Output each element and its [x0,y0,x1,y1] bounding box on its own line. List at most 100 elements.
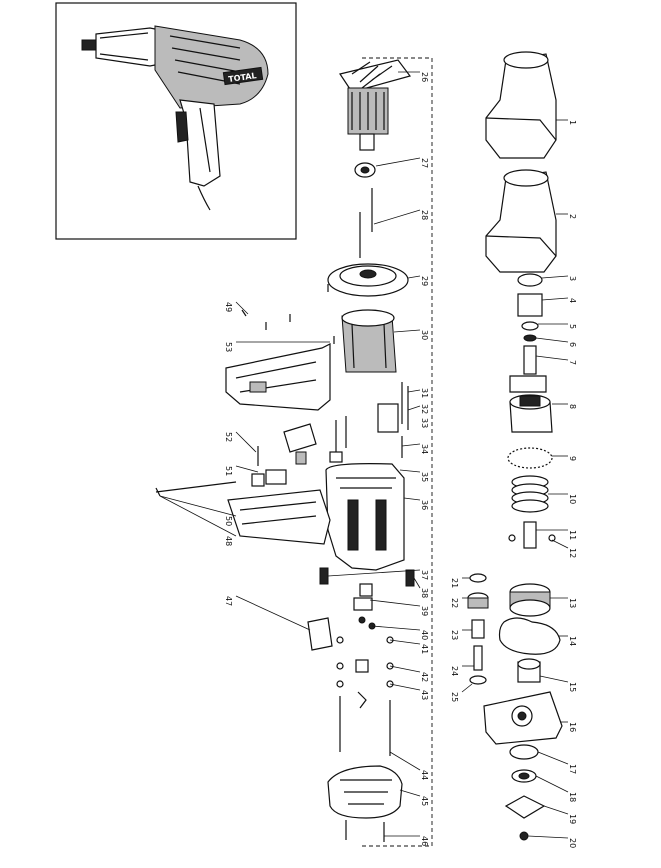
part-anvil-7 [509,345,547,393]
part-number-label: 27 [420,158,429,168]
part-switch [251,423,317,487]
brand-logo: TOTAL [222,66,264,86]
part-number-label: 10 [568,494,577,504]
part-gear-13 [509,583,551,617]
part-screws-44 [339,696,391,756]
part-number-label: 23 [450,630,459,640]
part-number-label: 43 [420,690,429,700]
part-number-label: 38 [420,588,429,598]
assembly-group-bracket [362,57,433,847]
part-number-label: 49 [224,302,233,312]
part-number-label: 31 [420,388,429,398]
part-number-label: 39 [420,606,429,616]
part-number-label: 25 [450,692,459,702]
part-number-label: 24 [450,666,459,676]
part-20 [519,831,529,841]
part-number-label: 18 [568,792,577,802]
part-switch-assembly [353,583,376,630]
part-washer-6 [523,334,537,342]
part-number-label: 48 [224,536,233,546]
part-washers [336,636,394,709]
part-ring-17 [509,744,539,760]
part-washer-25 [469,675,487,685]
part-number-label: 40 [420,630,429,640]
part-bearing-15 [517,658,541,683]
part-fan [339,59,412,93]
part-number-label: 1 [568,120,577,125]
part-number-label: 21 [450,578,459,588]
part-number-label: 14 [568,636,577,646]
part-number-label: 11 [568,530,577,540]
part-number-label: 20 [568,838,577,848]
part-number-label: 41 [420,644,429,654]
part-gear-housing-2 [485,169,557,273]
impact-wrench-illustration: TOTAL [81,25,269,211]
part-motor-housing-36 [325,463,405,571]
part-hammer-8 [509,394,553,433]
part-number-label: 2 [568,214,577,219]
part-number-labels: 1234567891011121314151617181920212223242… [224,72,577,848]
part-power-cord [155,481,237,497]
part-number-label: 36 [420,500,429,510]
part-number-label: 3 [568,276,577,281]
part-bush-23 [471,619,485,639]
part-gasket-14 [498,617,561,655]
part-screws-31 [401,382,409,458]
part-label-plate [377,403,399,433]
part-number-label: 50 [224,516,233,526]
part-front-housing-16 [483,691,563,745]
part-number-label: 13 [568,598,577,608]
part-number-label: 26 [420,72,429,82]
right-parts-column [483,51,563,841]
part-number-label: 52 [224,432,233,442]
product-inset: TOTAL [55,2,297,240]
part-number-label: 15 [568,682,577,692]
part-washer-5 [521,321,539,331]
part-number-label: 9 [568,456,577,461]
part-baffle-29 [327,263,409,297]
planetary-parts-column [467,573,489,685]
part-washer-21 [469,573,487,583]
part-rear-cover-45 [327,765,403,819]
brand-logo-text: TOTAL [228,71,257,84]
part-bushing-4 [517,293,543,317]
part-gear-housing-1 [485,51,557,159]
part-number-label: 12 [568,548,577,558]
part-number-label: 34 [420,444,429,454]
part-number-label: 35 [420,472,429,482]
part-screws-46 [345,820,385,842]
part-number-label: 32 [420,404,429,414]
part-number-label: 6 [568,342,577,347]
part-number-label: 53 [224,342,233,352]
part-number-label: 46 [420,836,429,846]
part-gear-22 [467,592,489,609]
part-number-label: 30 [420,330,429,340]
part-number-label: 51 [224,466,233,476]
part-number-label: 22 [450,598,459,608]
part-screws-28 [359,188,373,258]
part-number-label: 17 [568,764,577,774]
left-parts [155,284,335,651]
part-screws-49 [241,284,335,344]
part-pin-24 [473,645,483,671]
part-plate-19 [504,795,546,819]
part-number-label: 45 [420,796,429,806]
part-ball-ring-9 [507,447,553,469]
part-nameplate [307,617,333,651]
part-number-label: 29 [420,276,429,286]
part-handle-half-a [225,343,331,411]
part-number-label: 8 [568,404,577,409]
part-stator-30 [341,309,397,373]
part-number-label: 33 [420,418,429,428]
part-number-label: 47 [224,596,233,606]
leader-lines [159,71,569,839]
part-number-label: 19 [568,814,577,824]
part-brush-a [319,567,329,585]
part-handle-half-b [227,489,331,545]
center-parts-column [319,59,415,842]
part-brush-holders [329,416,347,463]
part-number-label: 7 [568,360,577,365]
part-ring-3 [517,273,543,287]
part-number-label: 5 [568,324,577,329]
